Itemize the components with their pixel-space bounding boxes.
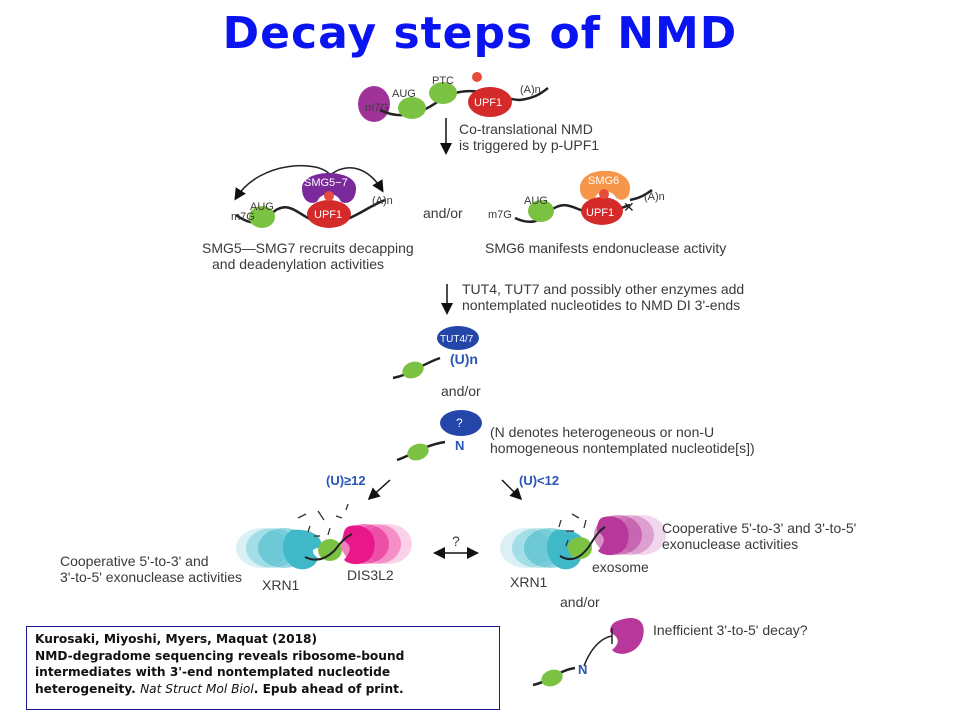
aug-label: AUG — [524, 195, 548, 207]
ribosome-icon — [407, 443, 429, 461]
polya-label: (A)n — [520, 84, 541, 96]
left-caption-2: 3'-to-5' exonuclease activities — [60, 569, 242, 585]
inefficient-decay — [532, 618, 644, 687]
step2-smg57-complex: SMG5−7 m7G AUG UPF1 (A)n — [231, 164, 393, 228]
page-title: Decay steps of NMD — [222, 8, 738, 59]
upf1-label: UPF1 — [474, 97, 502, 109]
n-note-1: (N denotes heterogeneous or non-U — [490, 424, 714, 440]
step2-smg6-complex: ✕ SMG6 m7G AUG UPF1 (A)n — [488, 170, 665, 225]
step1-caption-1: Co-translational NMD — [459, 121, 593, 137]
u-lt12-label: (U)<12 — [519, 473, 559, 488]
phosphate-icon — [472, 72, 482, 82]
n-tail-label: N — [455, 438, 464, 453]
aug-label: AUG — [392, 88, 416, 100]
n-note-2: homogeneous nontemplated nucleotide[s]) — [490, 440, 755, 456]
ribosome-icon — [541, 669, 563, 687]
step1-caption-2: is triggered by p-UPF1 — [459, 137, 599, 153]
branch-arrow-left — [367, 479, 391, 501]
unknown-enzyme-label: ? — [456, 416, 463, 430]
inefficient-label: Inefficient 3'-to-5' decay? — [653, 622, 808, 638]
left-caption-1: Cooperative 5'-to-3' and — [60, 553, 209, 569]
journal-name: Nat Struct Mol Biol — [140, 681, 254, 696]
exosome-enzyme — [610, 618, 644, 654]
exosome-label: exosome — [592, 559, 649, 575]
cap-binding-protein — [358, 86, 390, 122]
dis3l2-label: DIS3L2 — [347, 567, 394, 583]
cap-label: m7G — [488, 209, 512, 221]
step2-left-caption-2: and deadenylation activities — [212, 256, 384, 272]
ribosome-icon — [318, 539, 342, 561]
u-ge12-label: (U)≥12 — [326, 473, 366, 488]
step3-caption-2: nontemplated nucleotides to NMD DI 3'-en… — [462, 297, 740, 313]
unknown-enzyme — [440, 410, 482, 436]
ribosome-icon — [398, 97, 426, 119]
smg6-protein — [580, 170, 630, 200]
upf1-label: UPF1 — [586, 207, 614, 219]
tut47-label: TUT4/7 — [440, 334, 474, 345]
reference-line-3: intermediates with 3'-end nontemplated n… — [35, 665, 391, 679]
cap-label: m7G — [231, 211, 255, 223]
polya-label: (A)n — [644, 191, 665, 203]
svg-text:✕: ✕ — [623, 199, 635, 215]
xrn1-label: XRN1 — [510, 574, 548, 590]
branch-arrow-right — [501, 479, 523, 501]
right-caption-2: exonuclease activities — [662, 536, 798, 552]
polya-label: (A)n — [372, 195, 393, 207]
smg57-protein — [302, 173, 356, 203]
xrn1-exosome-complex — [500, 513, 666, 570]
and-or-label: and/or — [423, 205, 463, 221]
smg57-label: SMG5−7 — [304, 177, 348, 189]
ribosome-icon — [402, 361, 424, 379]
ptc-label: PTC — [432, 75, 454, 87]
xrn1-label: XRN1 — [262, 577, 300, 593]
upf1-label: UPF1 — [314, 209, 342, 221]
xrn1-dis3l2-complex — [236, 503, 412, 570]
ribosome-icon — [568, 537, 592, 559]
xrn1-enzyme — [236, 528, 322, 570]
and-or-label: and/or — [441, 383, 481, 399]
cap-label: m7G — [365, 102, 389, 114]
ribosome-icon — [429, 82, 457, 104]
step2-left-caption-1: SMG5—SMG7 recruits decapping — [202, 240, 414, 256]
reference-text: . Epub ahead of print. — [253, 681, 404, 696]
aug-label: AUG — [250, 201, 274, 213]
step2-right-caption: SMG6 manifests endonuclease activity — [485, 240, 726, 256]
exosome-enzyme — [594, 515, 666, 556]
right-caption-1: Cooperative 5'-to-3' and 3'-to-5' — [662, 520, 856, 536]
reference-text: heterogeneity. — [35, 681, 141, 696]
n-tail-label: N — [578, 662, 587, 677]
exchange-question: ? — [452, 533, 460, 549]
dis3l2-enzyme — [341, 524, 412, 565]
u-tail-label: (U)n — [450, 351, 478, 367]
tut47-enzyme — [437, 326, 479, 350]
step3-caption-1: TUT4, TUT7 and possibly other enzymes ad… — [462, 281, 744, 297]
and-or-label: and/or — [560, 594, 600, 610]
step1-mrna: m7G AUG PTC UPF1 (A)n — [358, 72, 549, 122]
reference-line-2: NMD-degradome sequencing reveals ribosom… — [35, 648, 405, 663]
reference-line-4: heterogeneity. Nat Struct Mol Biol. Epub… — [35, 681, 491, 698]
reference-box: Kurosaki, Miyoshi, Myers, Maquat (2018) … — [26, 626, 500, 710]
reference-line-1: Kurosaki, Miyoshi, Myers, Maquat (2018) — [35, 632, 318, 646]
smg6-label: SMG6 — [588, 175, 619, 187]
upf1-protein — [468, 87, 512, 117]
